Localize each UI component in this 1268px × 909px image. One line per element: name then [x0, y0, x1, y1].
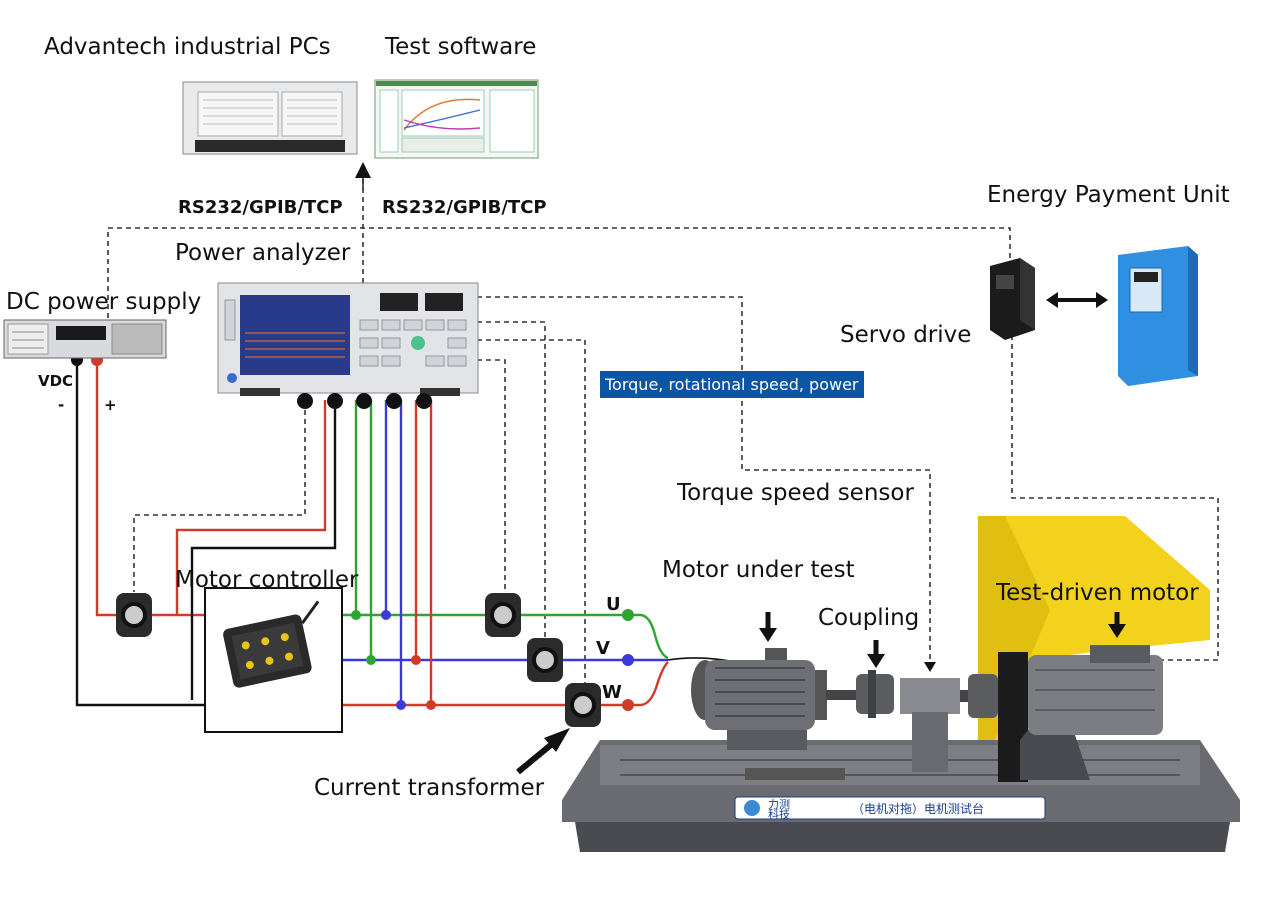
bench-brand: 力测 科技 [768, 798, 790, 821]
minus-label: - [58, 396, 65, 414]
motor-under-test-label: Motor under test [662, 557, 855, 583]
motor-controller-label: Motor controller [175, 567, 359, 593]
servo-drive-icon [990, 258, 1035, 340]
energy-unit-icon [1118, 246, 1198, 386]
pcs-label: Advantech industrial PCs [44, 34, 331, 60]
comm-left-label: RS232/GPIB/TCP [178, 197, 343, 218]
comm-dashed-lines [107, 175, 1219, 685]
bench-plate: （电机对拖）电机测试台 [852, 802, 985, 816]
ct-pointer-arrowhead [544, 728, 570, 752]
signal-label: Torque, rotational speed, power [600, 371, 864, 398]
comm-right-label: RS232/GPIB/TCP [382, 197, 547, 218]
phase-v-label: V [596, 638, 610, 659]
torque-sensor-label: Torque speed sensor [677, 480, 914, 506]
power-analyzer-icon [217, 282, 479, 396]
current-transformer-icon [116, 593, 601, 727]
power-wiring [75, 362, 736, 707]
dc-supply-icon [3, 319, 167, 359]
double-arrow-icon [1046, 292, 1108, 308]
power-analyzer-label: Power analyzer [175, 240, 351, 266]
industrial-pc-icon [182, 81, 358, 155]
phase-w-label: W [602, 682, 622, 703]
software-screen-icon [374, 79, 539, 159]
bench-pointer-arrows [759, 612, 1126, 672]
motor-controller-icon [204, 587, 343, 733]
coupling-label: Coupling [818, 605, 920, 631]
vdc-label: VDC [38, 372, 74, 390]
dc-supply-label: DC power supply [6, 289, 202, 315]
energy-unit-label: Energy Payment Unit [987, 182, 1230, 208]
driven-motor-label: Test-driven motor [996, 580, 1199, 606]
plus-label: + [104, 396, 117, 414]
servo-drive-label: Servo drive [840, 322, 972, 348]
current-transformer-label: Current transformer [314, 775, 545, 801]
analyzer-terminals [297, 393, 432, 409]
ct-pointer-arrow [516, 741, 554, 775]
software-label: Test software [385, 34, 537, 60]
test-bench-icon [562, 516, 1240, 852]
phase-u-label: U [606, 594, 621, 615]
